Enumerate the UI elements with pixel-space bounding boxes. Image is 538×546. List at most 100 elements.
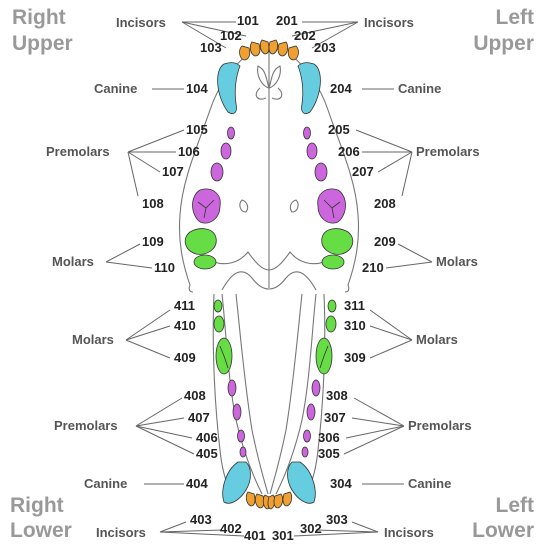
tooth-number-404: 404 bbox=[186, 476, 208, 491]
tooth-number-406: 406 bbox=[196, 430, 218, 445]
tooth-406 bbox=[238, 430, 245, 442]
tooth-number-304: 304 bbox=[330, 476, 352, 491]
tooth-403 bbox=[246, 492, 255, 506]
label-incisors-upper-right: Incisors bbox=[116, 15, 166, 30]
tooth-number-108: 108 bbox=[142, 196, 164, 211]
tooth-number-106: 106 bbox=[178, 144, 200, 159]
tooth-106 bbox=[221, 143, 231, 159]
tooth-number-203: 203 bbox=[314, 40, 336, 55]
tooth-number-307: 307 bbox=[324, 410, 346, 425]
tooth-107 bbox=[211, 163, 223, 181]
tooth-number-103: 103 bbox=[200, 40, 222, 55]
label-canine-lower-right: Canine bbox=[84, 476, 127, 491]
tooth-number-402: 402 bbox=[220, 521, 242, 536]
tooth-number-207: 207 bbox=[352, 164, 374, 179]
tooth-number-310: 310 bbox=[344, 318, 366, 333]
label-premolars-upper-right: Premolars bbox=[46, 144, 110, 159]
tooth-411 bbox=[214, 300, 222, 312]
tooth-number-303: 303 bbox=[326, 512, 348, 527]
tooth-number-403: 403 bbox=[190, 512, 212, 527]
quadrant-right-lower-line2: Lower bbox=[10, 519, 72, 542]
tooth-306 bbox=[304, 430, 311, 442]
quadrant-left-lower-line2: Lower bbox=[472, 519, 534, 542]
tooth-number-201: 201 bbox=[276, 13, 298, 28]
tooth-number-204: 204 bbox=[330, 81, 352, 96]
label-molars-lower-right: Molars bbox=[72, 332, 114, 347]
tooth-311 bbox=[328, 300, 336, 312]
tooth-number-305: 305 bbox=[318, 446, 340, 461]
tooth-number-107: 107 bbox=[162, 164, 184, 179]
skull-outline bbox=[179, 48, 358, 494]
tooth-number-407: 407 bbox=[188, 410, 210, 425]
tooth-number-409: 409 bbox=[174, 350, 196, 365]
label-incisors-upper-left: Incisors bbox=[364, 15, 414, 30]
tooth-303 bbox=[283, 492, 292, 506]
tooth-number-101: 101 bbox=[237, 13, 259, 28]
label-incisors-lower-left: Incisors bbox=[384, 525, 434, 540]
tooth-210 bbox=[322, 255, 344, 269]
quadrant-right-lower-line1: Right bbox=[10, 494, 64, 517]
label-premolars-upper-left: Premolars bbox=[416, 144, 480, 159]
label-incisors-lower-right: Incisors bbox=[96, 525, 146, 540]
tooth-number-401: 401 bbox=[244, 528, 266, 543]
tooth-305 bbox=[302, 447, 308, 457]
tooth-number-411: 411 bbox=[174, 298, 195, 313]
tooth-101 bbox=[260, 40, 269, 54]
tooth-110 bbox=[194, 255, 216, 269]
tooth-407 bbox=[233, 404, 241, 420]
tooth-number-311: 311 bbox=[344, 298, 365, 313]
tooth-number-308: 308 bbox=[326, 388, 348, 403]
tooth-102 bbox=[250, 42, 260, 56]
label-canine-lower-left: Canine bbox=[408, 476, 451, 491]
quadrant-left-upper-line2: Upper bbox=[473, 32, 534, 55]
tooth-number-206: 206 bbox=[338, 144, 360, 159]
label-molars-upper-right: Molars bbox=[52, 254, 94, 269]
tooth-108 bbox=[193, 189, 221, 223]
tooth-104 bbox=[218, 63, 240, 114]
tooth-408 bbox=[228, 380, 236, 396]
tooth-number-208: 208 bbox=[374, 196, 396, 211]
tooth-402 bbox=[255, 494, 264, 508]
tooth-308 bbox=[312, 380, 320, 396]
tooth-310 bbox=[326, 316, 336, 332]
label-premolars-lower-right: Premolars bbox=[54, 418, 118, 433]
tooth-number-405: 405 bbox=[196, 446, 218, 461]
tooth-410 bbox=[214, 316, 224, 332]
tooth-209 bbox=[322, 229, 353, 255]
quadrant-right-upper-line2: Upper bbox=[12, 32, 73, 55]
label-premolars-lower-left: Premolars bbox=[408, 418, 472, 433]
tooth-307 bbox=[307, 404, 315, 420]
label-canine-upper-left: Canine bbox=[398, 81, 441, 96]
tooth-202 bbox=[278, 42, 288, 56]
tooth-206 bbox=[307, 143, 317, 159]
group-labels: Incisors Incisors Canine Canine Premolar… bbox=[46, 15, 480, 540]
tooth-203 bbox=[288, 46, 298, 60]
tooth-number-205: 205 bbox=[328, 122, 350, 137]
tooth-number-202: 202 bbox=[294, 28, 316, 43]
tooth-number-410: 410 bbox=[174, 318, 196, 333]
tooth-204 bbox=[298, 63, 320, 114]
tooth-302 bbox=[274, 494, 283, 508]
label-molars-lower-left: Molars bbox=[416, 332, 458, 347]
label-canine-upper-right: Canine bbox=[94, 81, 137, 96]
tooth-405 bbox=[240, 447, 246, 457]
tooth-205 bbox=[304, 127, 311, 139]
quadrant-right-upper-line1: Right bbox=[12, 6, 66, 29]
tooth-number-302: 302 bbox=[300, 521, 322, 536]
tooth-number-109: 109 bbox=[142, 234, 164, 249]
quadrant-left-upper-line1: Left bbox=[496, 6, 535, 29]
tooth-number-301: 301 bbox=[272, 528, 294, 543]
tooth-201 bbox=[269, 40, 278, 54]
tooth-number-210: 210 bbox=[362, 260, 384, 275]
tooth-number-105: 105 bbox=[186, 122, 208, 137]
tooth-number-209: 209 bbox=[374, 234, 396, 249]
tooth-number-110: 110 bbox=[154, 260, 175, 275]
tooth-207 bbox=[315, 163, 327, 181]
tooth-number-309: 309 bbox=[344, 350, 366, 365]
quadrant-left-lower-line1: Left bbox=[496, 494, 535, 517]
tooth-208 bbox=[318, 189, 346, 223]
tooth-number-104: 104 bbox=[186, 81, 208, 96]
label-molars-upper-left: Molars bbox=[436, 254, 478, 269]
tooth-number-408: 408 bbox=[184, 388, 206, 403]
